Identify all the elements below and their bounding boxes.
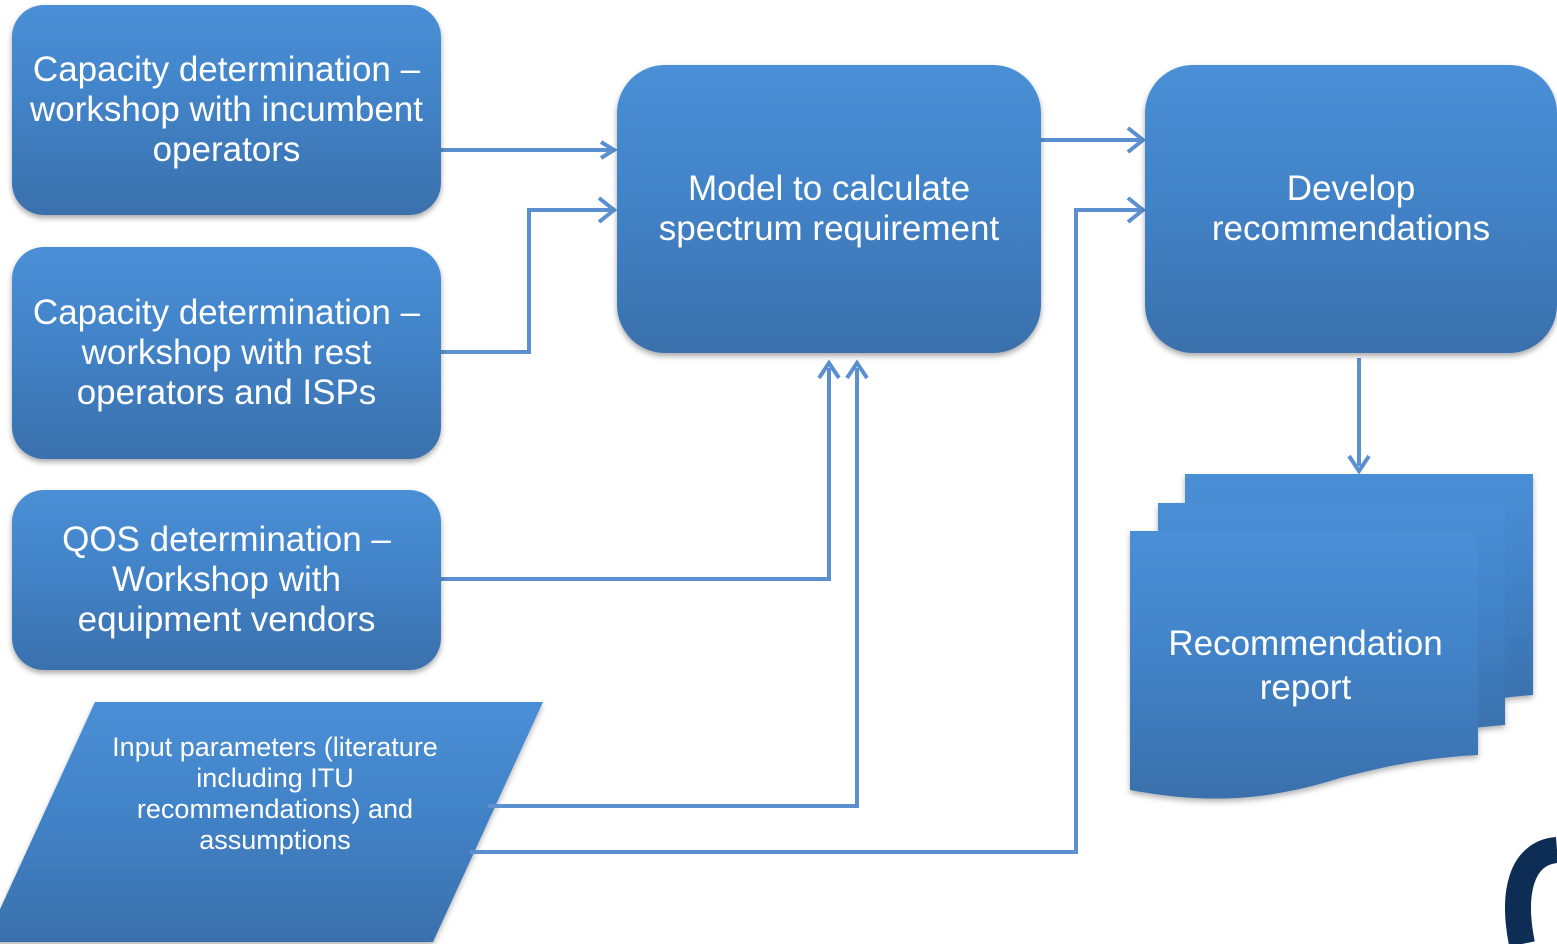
- node-model: Model to calculate spectrum requirement: [617, 65, 1041, 353]
- arrowhead-rest: [597, 196, 618, 224]
- corner-logo-icon: [1505, 837, 1557, 944]
- node-input-params-label: Input parameters (literature including I…: [112, 732, 438, 855]
- connector-input-to-develop: [470, 208, 1140, 854]
- input-parallelogram-shape: [0, 702, 543, 942]
- arrowhead-model-develop: [1126, 126, 1147, 154]
- node-capacity-rest-label: Capacity determination – workshop with r…: [32, 293, 421, 412]
- node-report-label: Recommendation report: [1168, 624, 1443, 707]
- arrowhead-input-model: [845, 359, 869, 380]
- node-capacity-incumbent: Capacity determination – workshop with i…: [12, 5, 441, 215]
- node-capacity-rest: Capacity determination – workshop with r…: [12, 247, 441, 459]
- node-capacity-incumbent-label: Capacity determination – workshop with i…: [30, 50, 423, 169]
- node-develop: Develop recommendations: [1145, 65, 1557, 353]
- node-qos: QOS determination – Workshop with equipm…: [12, 490, 441, 670]
- arrowhead-incumbent: [599, 140, 618, 160]
- node-model-label: Model to calculate spectrum requirement: [658, 169, 1000, 248]
- arrowhead-develop-report: [1347, 454, 1371, 475]
- node-qos-label: QOS determination – Workshop with equipm…: [62, 520, 391, 639]
- arrowhead-qos: [817, 359, 841, 380]
- report-document-stack: [1130, 474, 1533, 799]
- arrowhead-input-develop: [1126, 196, 1147, 224]
- connector-qos-to-model: [441, 368, 831, 581]
- node-develop-label: Develop recommendations: [1211, 169, 1491, 248]
- connector-rest-to-model: [441, 208, 612, 354]
- connector-input-to-model: [488, 368, 859, 808]
